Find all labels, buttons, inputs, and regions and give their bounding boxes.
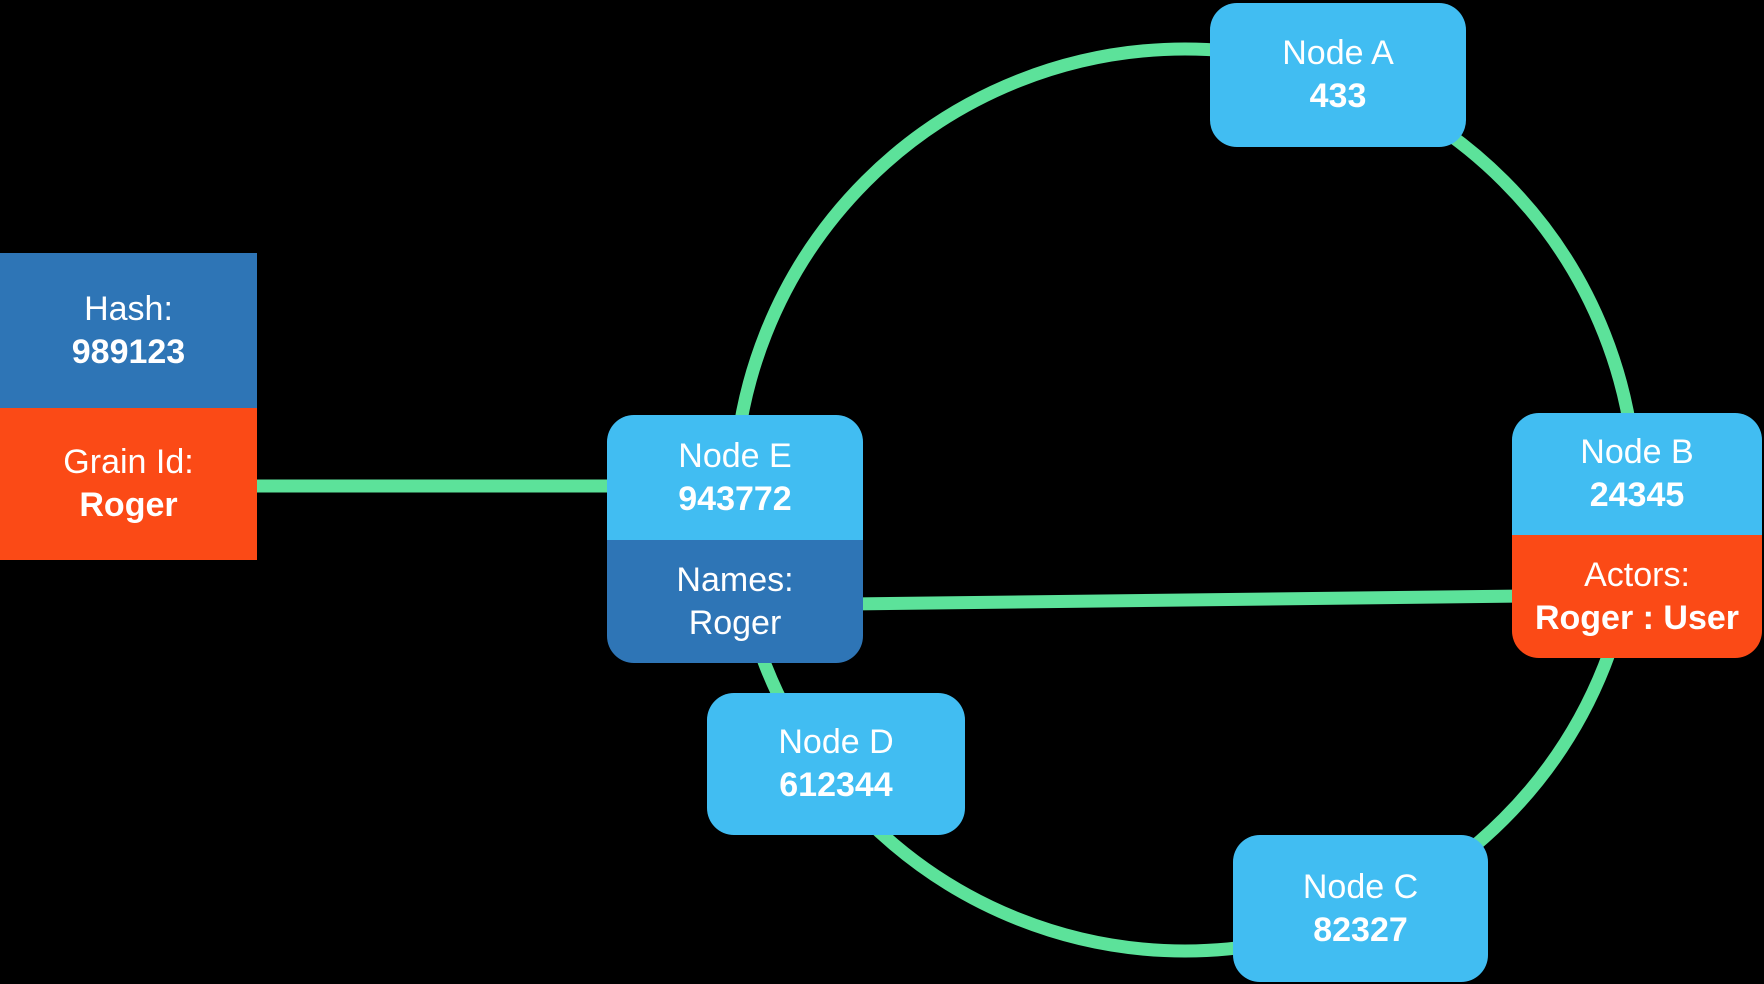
- node-b-actors-section: Actors: Roger : User: [1512, 535, 1762, 658]
- node-e-title: Node E: [678, 436, 792, 475]
- node-c: Node C 82327: [1233, 835, 1488, 982]
- grain-id-value: Roger: [79, 486, 178, 524]
- node-d-value: 612344: [779, 766, 893, 804]
- node-d-title: Node D: [778, 723, 894, 761]
- node-e-names-section: Names: Roger: [607, 540, 863, 663]
- node-c-title: Node C: [1302, 867, 1419, 906]
- node-a: Node A 433: [1210, 3, 1466, 147]
- node-e-value: 943772: [678, 479, 792, 518]
- node-a-value: 433: [1309, 77, 1367, 115]
- node-b-actors-label: Actors:: [1584, 555, 1690, 594]
- node-c-value: 82327: [1313, 910, 1408, 949]
- node-c-main-section: Node C 82327: [1233, 835, 1488, 982]
- node-b-value: 24345: [1589, 476, 1685, 514]
- node-a-main-section: Node A 433: [1210, 3, 1466, 147]
- node-a-title: Node A: [1282, 34, 1394, 72]
- hash-label: Hash:: [84, 289, 173, 328]
- node-e-main-section: Node E 943772: [607, 415, 863, 540]
- grain-card: Hash: 989123 Grain Id: Roger: [0, 253, 257, 560]
- node-e-names-label: Names:: [676, 560, 794, 599]
- grain-card-hash-section: Hash: 989123: [0, 253, 257, 408]
- node-b-actors-value: Roger : User: [1534, 598, 1740, 637]
- node-d-main-section: Node D 612344: [707, 693, 965, 835]
- node-e-names-value: Roger: [688, 603, 782, 642]
- grain-id-label: Grain Id:: [63, 443, 194, 481]
- node-b-title: Node B: [1580, 433, 1694, 471]
- node-e: Node E 943772 Names: Roger: [607, 415, 863, 663]
- node-b: Node B 24345 Actors: Roger : User: [1512, 413, 1762, 658]
- hash-value: 989123: [71, 332, 186, 371]
- node-d: Node D 612344: [707, 693, 965, 835]
- node-b-main-section: Node B 24345: [1512, 413, 1762, 535]
- node-e-to-node-b-connector: [849, 589, 1526, 611]
- grain-card-id-section: Grain Id: Roger: [0, 408, 257, 560]
